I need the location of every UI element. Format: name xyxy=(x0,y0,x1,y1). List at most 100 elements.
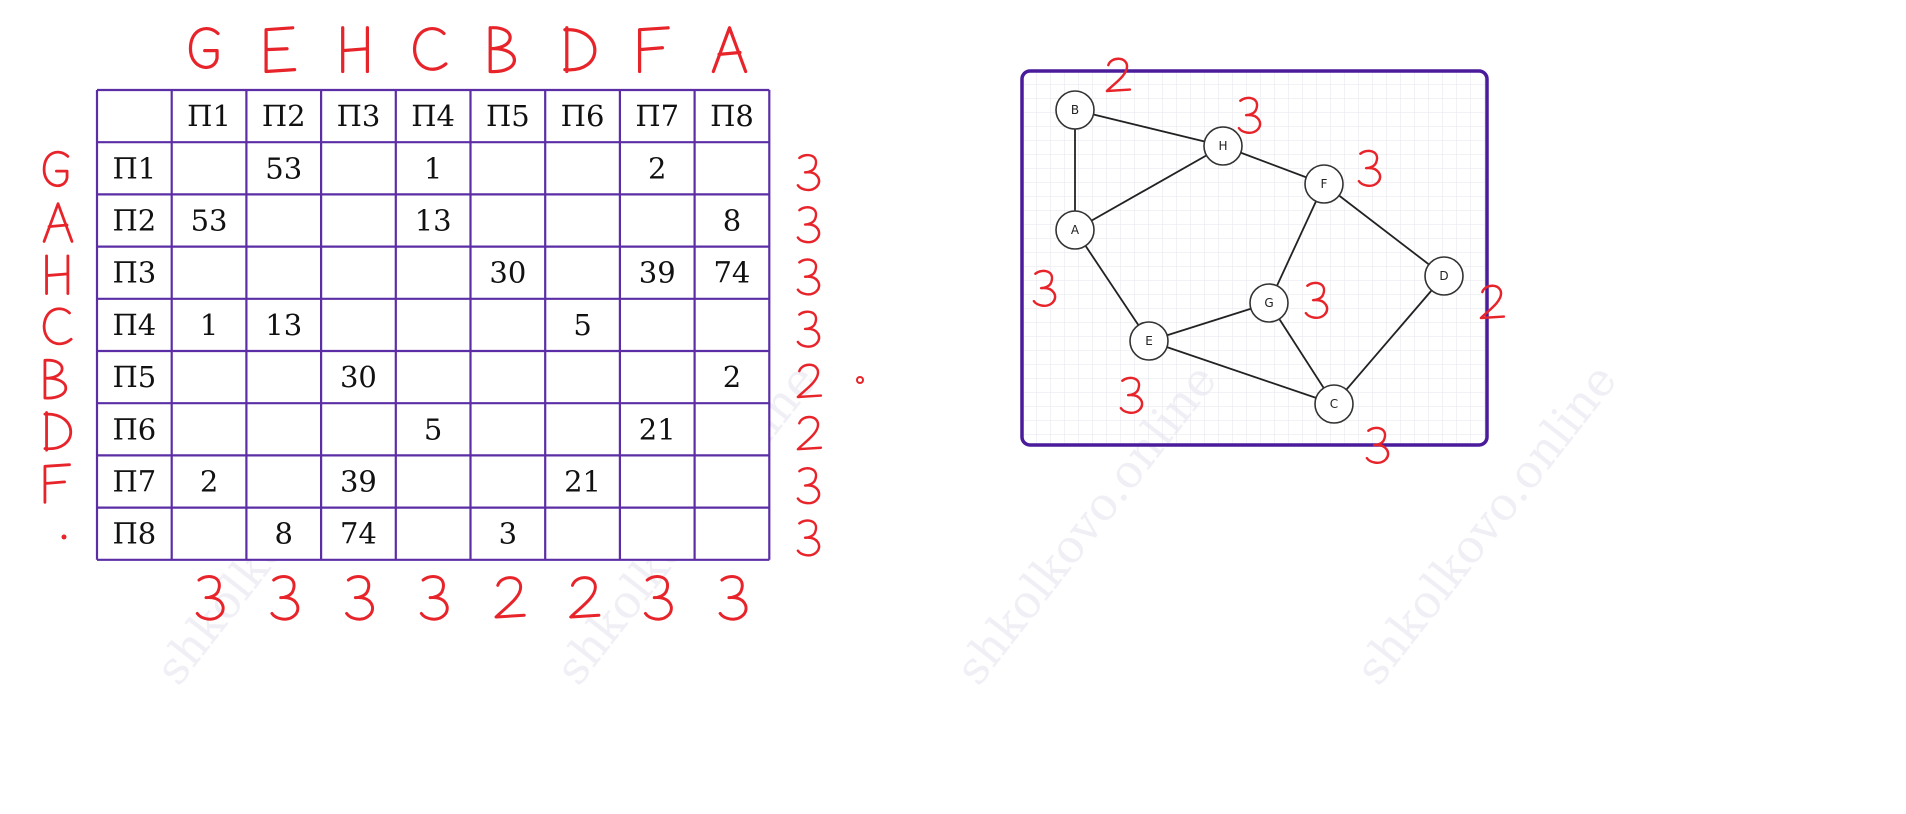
column-letter xyxy=(488,26,516,74)
ink-stroke xyxy=(796,467,821,505)
graph-edge-A-E xyxy=(1074,229,1150,342)
node-circle xyxy=(1304,164,1344,204)
table-cell: 2 xyxy=(200,465,218,499)
table-cell: 13 xyxy=(415,204,452,238)
ink-stroke xyxy=(42,307,73,346)
column-header: П8 xyxy=(710,99,754,133)
ink-stroke xyxy=(796,206,821,244)
graph-node-B: B xyxy=(1055,90,1095,130)
column-letter xyxy=(341,26,370,74)
table-cell: 74 xyxy=(713,256,750,290)
row-letter xyxy=(45,254,70,295)
ink-stroke xyxy=(711,26,748,74)
ink-stroke xyxy=(188,27,220,69)
ink-stroke xyxy=(42,150,70,188)
node-degree-D xyxy=(1479,284,1506,320)
ink-dot xyxy=(856,376,864,384)
node-circle xyxy=(1249,283,1289,323)
node-label: G xyxy=(1264,296,1273,310)
graph-edge-G-C xyxy=(1268,302,1335,405)
column-letter xyxy=(412,27,448,71)
column-letter xyxy=(188,27,220,69)
column-header: П7 xyxy=(635,99,679,133)
graph-edge-E-G xyxy=(1148,302,1270,342)
graph-edge-B-H xyxy=(1074,109,1224,147)
table-cell: 21 xyxy=(564,465,601,499)
row-degree xyxy=(796,519,821,557)
ink-stroke xyxy=(1237,96,1262,134)
node-label: C xyxy=(1330,397,1338,411)
table-cell: 2 xyxy=(648,151,666,185)
table-cell: 8 xyxy=(275,517,293,551)
column-degree xyxy=(494,576,526,619)
column-header: П1 xyxy=(187,99,231,133)
table-background xyxy=(97,90,769,560)
node-degree-H xyxy=(1237,96,1262,134)
ink-stroke xyxy=(637,26,670,74)
ink-stroke xyxy=(1365,426,1390,464)
ink-stroke xyxy=(43,358,67,400)
ink-stroke xyxy=(1304,281,1329,319)
node-circle xyxy=(1314,384,1354,424)
graph-node-H: H xyxy=(1203,126,1243,166)
node-circle xyxy=(1424,256,1464,296)
row-header: П7 xyxy=(112,465,156,499)
node-degree-F xyxy=(1357,149,1382,187)
node-circle xyxy=(1055,210,1095,250)
node-degree-G xyxy=(1304,281,1329,319)
ink-stroke xyxy=(1357,149,1382,187)
table-cell: 39 xyxy=(639,256,676,290)
graph-frame xyxy=(1020,69,1489,447)
table-cell: 2 xyxy=(723,360,741,394)
ink-stroke xyxy=(43,411,72,452)
row-letter xyxy=(42,202,74,243)
row-degree xyxy=(796,258,821,296)
table-cell: 13 xyxy=(265,308,302,342)
row-degree xyxy=(796,415,823,451)
row-letter xyxy=(43,463,71,504)
ink-stroke xyxy=(1119,376,1144,414)
ink-stroke xyxy=(488,26,516,74)
column-degree xyxy=(419,575,449,621)
handwritten-annotations xyxy=(42,26,1506,621)
table-cell: 5 xyxy=(573,308,591,342)
table-cell: 30 xyxy=(340,360,377,394)
ink-stroke xyxy=(1479,284,1506,320)
node-label: F xyxy=(1321,177,1328,191)
table-cell: 8 xyxy=(723,204,741,238)
graph-node-C: C xyxy=(1314,384,1354,424)
ink-stroke xyxy=(494,576,526,619)
ink-stroke xyxy=(195,575,225,621)
ink-stroke xyxy=(264,26,297,74)
ink-stroke xyxy=(796,153,821,192)
ink-stroke xyxy=(341,26,370,74)
node-label: H xyxy=(1218,139,1227,153)
ink-dot xyxy=(61,534,67,540)
column-header: П5 xyxy=(486,99,530,133)
table-cell: 5 xyxy=(424,412,442,446)
row-header: П1 xyxy=(112,151,156,185)
ink-stroke xyxy=(718,575,748,621)
graph-node-D: D xyxy=(1424,256,1464,296)
graph-edge-F-G xyxy=(1268,183,1325,304)
row-letter xyxy=(42,150,70,188)
ink-stroke xyxy=(796,258,821,296)
node-degree-E xyxy=(1119,376,1144,414)
table-cell: 1 xyxy=(200,308,218,342)
node-circle xyxy=(1055,90,1095,130)
column-header: П4 xyxy=(411,99,455,133)
graph-edge-H-A xyxy=(1074,145,1224,231)
row-degree xyxy=(796,206,821,244)
table-cell: 1 xyxy=(424,151,442,185)
column-letter xyxy=(563,26,597,74)
column-degree xyxy=(569,576,601,619)
row-letter xyxy=(43,358,67,400)
graph-grid-background xyxy=(1022,71,1487,445)
ink-stroke xyxy=(796,415,823,451)
row-degree xyxy=(796,153,821,192)
ink-stroke xyxy=(563,26,597,74)
row-letter xyxy=(43,411,72,452)
ink-stroke xyxy=(43,463,71,504)
node-degree-C xyxy=(1365,426,1390,464)
